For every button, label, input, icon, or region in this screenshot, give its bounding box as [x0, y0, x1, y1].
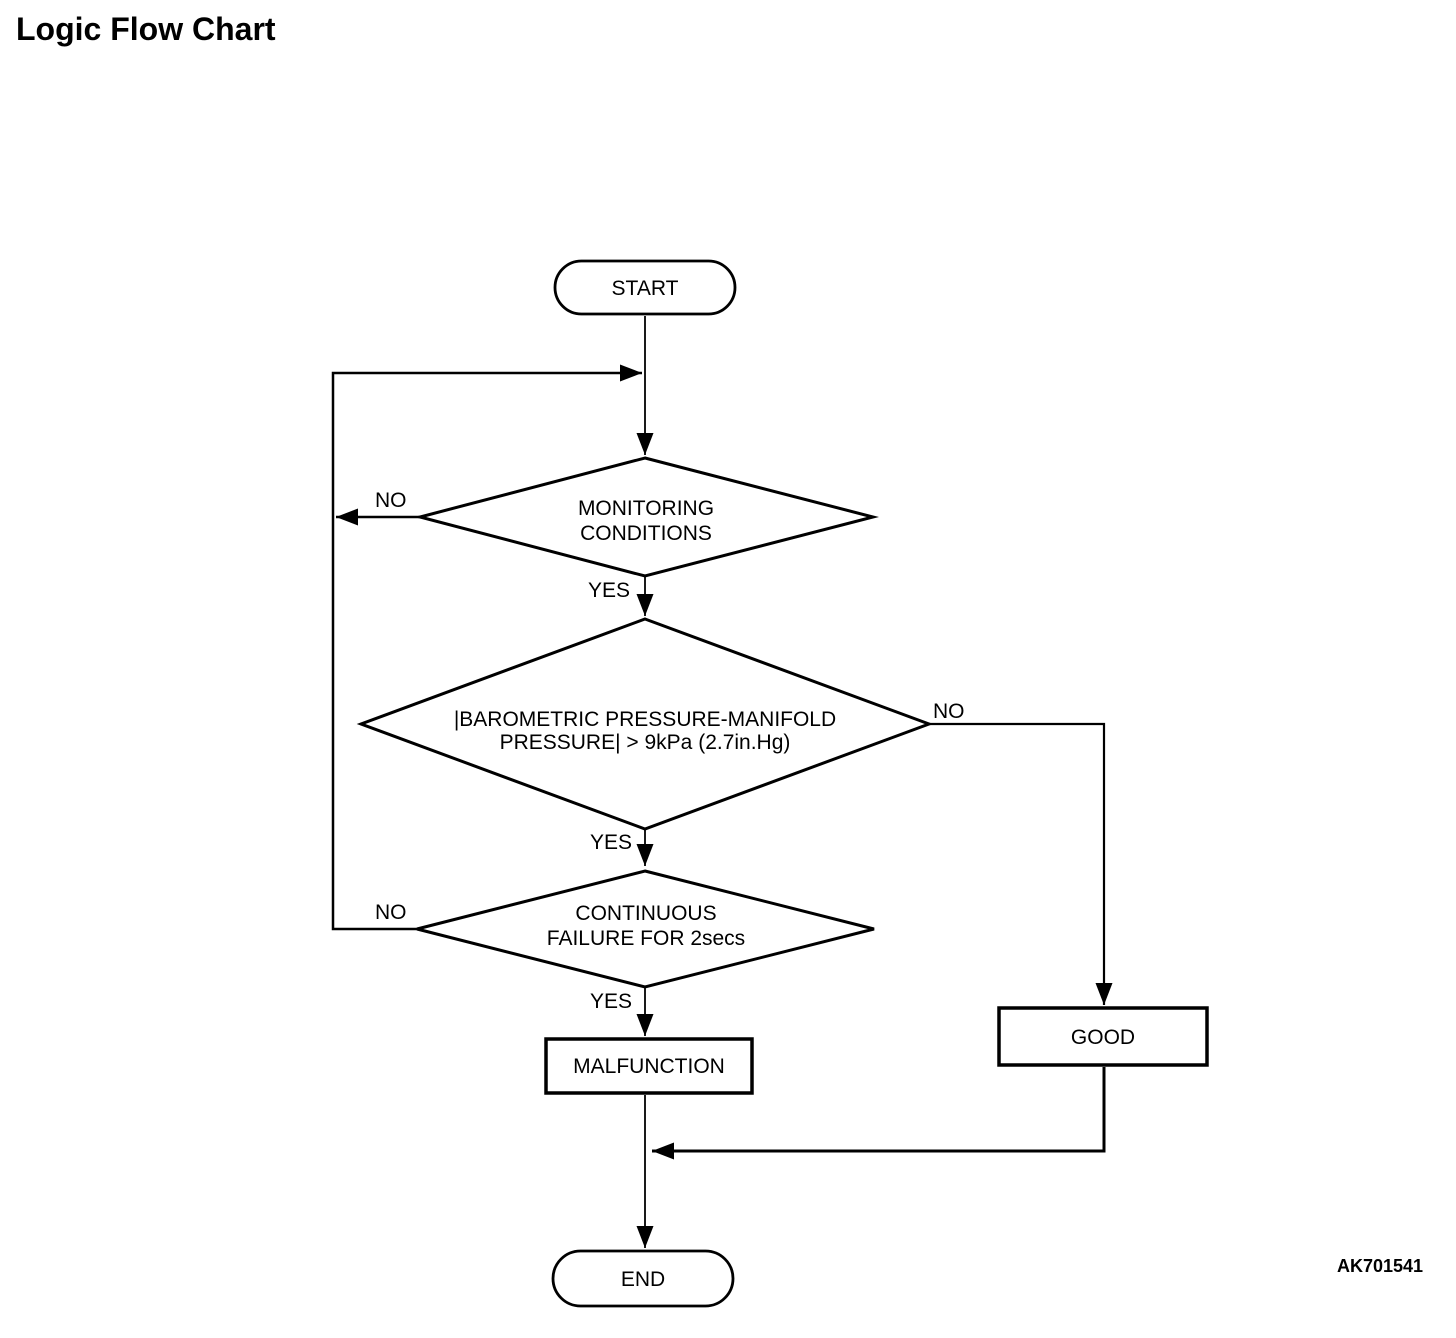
edge-loop-back [331, 364, 642, 931]
end-node [551, 1249, 735, 1308]
start-node [553, 259, 737, 316]
edge-pressure-no [929, 722, 1113, 1005]
good-node [997, 1006, 1209, 1067]
pressure-no-label: NO [933, 700, 965, 723]
continuous-no-label: NO [375, 901, 407, 924]
monitoring-no-label: NO [375, 489, 407, 512]
continuous-label-line2: FAILURE FOR 2secs [547, 927, 745, 950]
edge-good-to-merge [652, 1067, 1106, 1160]
monitoring-label-line1: MONITORING [578, 497, 714, 520]
figure-code: AK701541 [1337, 1256, 1423, 1276]
continuous-yes-label: YES [590, 990, 632, 1013]
monitoring-decision-node [414, 456, 879, 578]
start-label: START [612, 277, 679, 300]
monitoring-label-line2: CONDITIONS [580, 522, 712, 545]
pressure-label-line1: |BAROMETRIC PRESSURE-MANIFOLD [454, 708, 836, 731]
pressure-label-line2: PRESSURE| > 9kPa (2.7in.Hg) [500, 731, 791, 754]
good-label: GOOD [1071, 1026, 1135, 1049]
pressure-yes-label: YES [590, 831, 632, 854]
monitoring-yes-label: YES [588, 579, 630, 602]
malfunction-label: MALFUNCTION [573, 1055, 725, 1078]
continuous-label-line1: CONTINUOUS [575, 902, 716, 925]
end-label: END [621, 1268, 665, 1291]
page-title: Logic Flow Chart [16, 11, 276, 47]
malfunction-node [544, 1037, 754, 1095]
continuous-decision-node [416, 869, 875, 989]
pressure-decision-node [356, 617, 934, 831]
